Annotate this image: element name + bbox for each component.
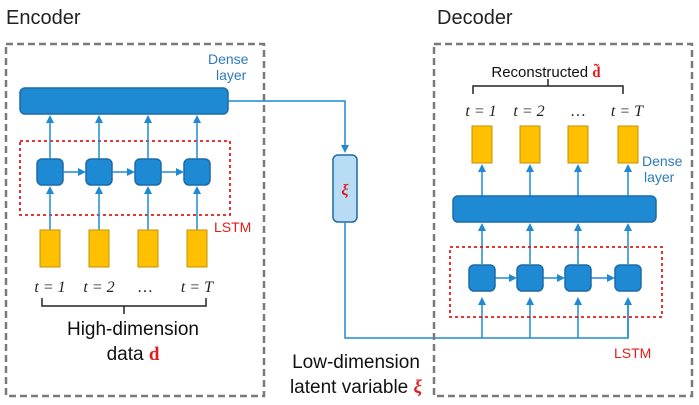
decoder-dense-label: Dense layer — [642, 153, 686, 185]
encoder-lstm-cell — [85, 158, 113, 186]
decoder-time-label: t = 1 — [465, 103, 496, 120]
encoder-lstm-cell — [134, 158, 162, 186]
encoder-time-label: t = T — [181, 279, 214, 296]
encoder-dense-label: Dense layer — [208, 51, 252, 83]
decoder-title: Decoder — [437, 7, 513, 29]
encoder-input-brace — [41, 298, 207, 314]
decoder-lstm-cell — [516, 264, 544, 292]
decoder-output-block — [519, 125, 541, 164]
decoder-output-block — [617, 125, 639, 164]
decoder-lstm-label: LSTM — [614, 345, 651, 361]
encoder-inputs — [39, 229, 208, 268]
decoder-lstm-cells — [468, 264, 642, 292]
decoder-lstm-cell — [614, 264, 642, 292]
encoder-lstm-label: LSTM — [214, 219, 251, 235]
latent-symbol: ξ — [341, 182, 349, 199]
encoder-cell-to-dense-arrows — [46, 115, 201, 159]
latent-to-decoder-arrows — [478, 297, 632, 338]
decoder-dense-to-output-arrows — [478, 164, 632, 196]
decoder-outputs — [471, 125, 639, 164]
decoder-lstm-cell — [564, 264, 592, 292]
encoder-input-block — [186, 229, 208, 268]
encoder-time-labels: t = 1 t = 2 … t = T — [34, 279, 214, 296]
decoder-lstm-cell — [468, 264, 496, 292]
encoder-input-to-cell-arrows — [46, 186, 201, 230]
encoder-time-label: … — [137, 279, 153, 296]
decoder-cell-to-dense-arrows — [478, 223, 632, 264]
decoder-dense-layer — [452, 195, 657, 223]
encoder-input-label-line1: High-dimension — [67, 319, 199, 340]
encoder-input-label-line2: data d — [107, 344, 160, 365]
latent-label-line1: Low-dimension — [292, 352, 420, 373]
encoder-input-block — [39, 229, 61, 268]
decoder-time-label: t = T — [611, 103, 644, 120]
encoder-input-block — [88, 229, 110, 268]
encoder-input-block — [137, 229, 159, 268]
encoder-frame — [4, 42, 266, 398]
encoder-time-label: t = 2 — [83, 279, 114, 296]
latent-label-line2: latent variable ξ — [290, 377, 423, 398]
encoder-time-label: t = 1 — [34, 279, 65, 296]
decoder-output-label: Reconstructed d̃ — [491, 63, 601, 81]
decoder-output-block — [567, 125, 589, 164]
encoder-lstm-box — [19, 140, 231, 216]
encoder-dense-layer — [19, 87, 229, 115]
decoder-time-label: … — [570, 103, 586, 120]
encoder-to-latent-connector — [228, 100, 349, 153]
decoder-time-labels: t = 1 t = 2 … t = T — [465, 103, 644, 120]
decoder-time-label: t = 2 — [513, 103, 544, 120]
decoder-output-brace — [472, 79, 624, 94]
encoder-lstm-cell — [36, 158, 64, 186]
encoder-lstm-cell — [183, 158, 211, 186]
decoder-frame — [432, 42, 694, 398]
decoder-lstm-box — [449, 246, 663, 318]
encoder-lstm-cells — [36, 158, 211, 186]
encoder-title: Encoder — [6, 7, 81, 29]
decoder-output-block — [471, 125, 493, 164]
